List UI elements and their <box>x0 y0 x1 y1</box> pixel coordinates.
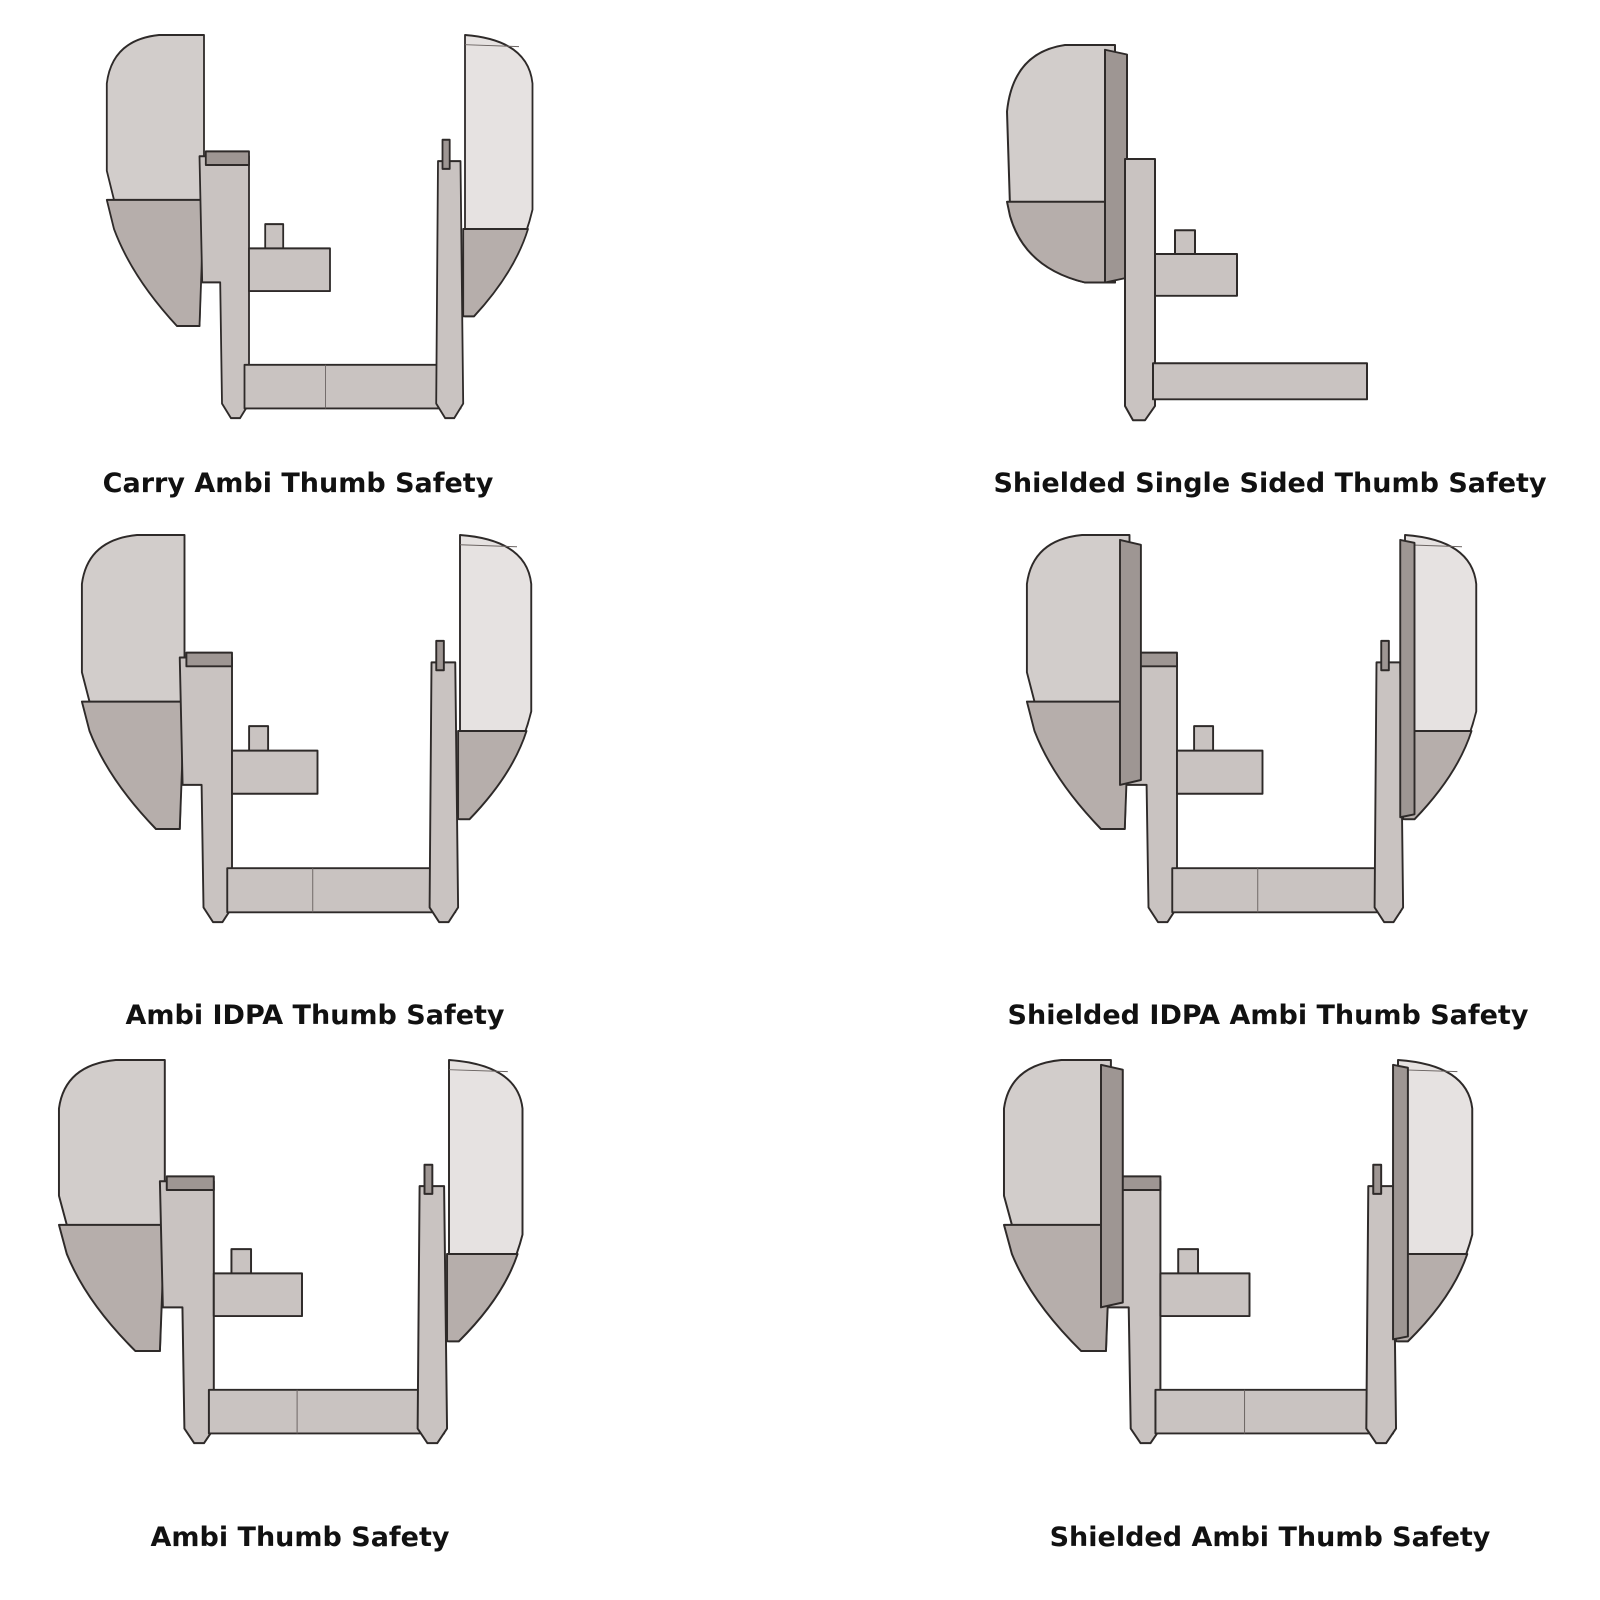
caption-shielded-ambi: Shielded Ambi Thumb Safety <box>1049 1522 1491 1553</box>
carry-ambi-safety-drawing <box>105 34 534 420</box>
caption-shielded-idpa-ambi: Shielded IDPA Ambi Thumb Safety <box>1007 1000 1529 1031</box>
caption-carry-ambi: Carry Ambi Thumb Safety <box>102 468 494 499</box>
shielded-single-sided-safety-drawing <box>1006 44 1368 422</box>
shielded-idpa-ambi-safety-drawing <box>1027 535 1476 922</box>
ambi-safety-drawing <box>57 1059 524 1445</box>
caption-ambi: Ambi Thumb Safety <box>150 1522 450 1553</box>
ambi-idpa-safety-drawing <box>80 534 533 924</box>
shielded-ambi-safety-drawing <box>1004 1060 1472 1443</box>
caption-shielded-single-sided: Shielded Single Sided Thumb Safety <box>993 468 1547 499</box>
caption-ambi-idpa: Ambi IDPA Thumb Safety <box>125 1000 505 1031</box>
